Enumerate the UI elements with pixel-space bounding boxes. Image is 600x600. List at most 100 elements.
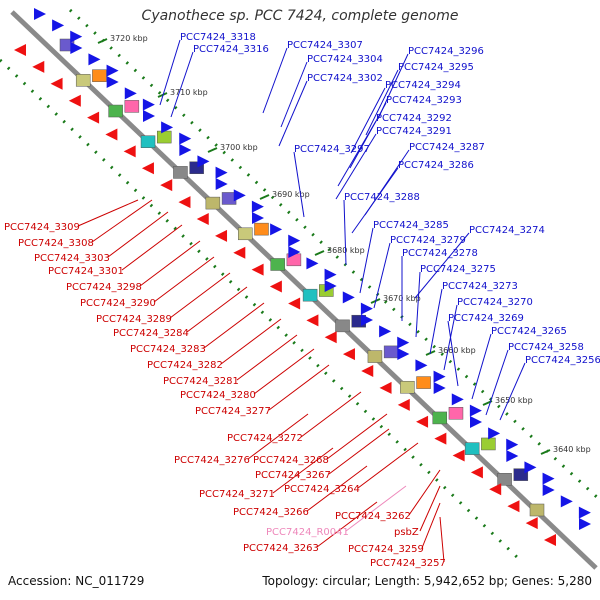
forward-leader-line bbox=[350, 87, 386, 154]
forward-gene-arrow bbox=[143, 110, 155, 122]
cog-block bbox=[140, 135, 156, 148]
forward-gene-arrow bbox=[469, 404, 482, 417]
reverse-gene-arrow bbox=[196, 212, 209, 225]
reverse-gene-arrow bbox=[397, 398, 410, 411]
kbp-tick-mark bbox=[207, 147, 218, 153]
forward-gene-arrow bbox=[106, 64, 119, 77]
forward-gene-label: PCC7424_3279 bbox=[390, 235, 466, 246]
forward-gene-arrow bbox=[451, 393, 464, 406]
forward-leader-line bbox=[337, 120, 377, 187]
forward-gene-arrow bbox=[34, 8, 46, 20]
reverse-gene-label: PCC7424_3272 bbox=[227, 433, 303, 444]
forward-gene-arrow bbox=[360, 302, 373, 315]
forward-leader-line bbox=[351, 167, 399, 234]
reverse-leader-line bbox=[421, 502, 441, 549]
forward-gene-label: PCC7424_3297 bbox=[294, 144, 370, 155]
forward-gene-arrow bbox=[215, 178, 228, 190]
reverse-leader-line bbox=[107, 211, 169, 258]
reverse-gene-label: PCC7424_3298 bbox=[66, 282, 142, 293]
reverse-gene-label: PCC7424_3280 bbox=[180, 390, 256, 401]
forward-leader-line bbox=[471, 333, 492, 400]
forward-gene-label: PCC7424_3291 bbox=[376, 126, 452, 137]
cog-block bbox=[92, 69, 107, 82]
kbp-tick-mark bbox=[157, 92, 168, 98]
forward-gene-arrow bbox=[142, 98, 155, 111]
reverse-gene-label: PCC7424_3268 bbox=[253, 455, 329, 466]
reverse-gene-label: PCC7424_3309 bbox=[4, 222, 80, 233]
kbp-tick-label: 3640 kbp bbox=[553, 445, 591, 454]
forward-gene-arrow bbox=[397, 336, 410, 349]
reverse-leader-line bbox=[357, 442, 419, 489]
reverse-leader-line bbox=[268, 364, 330, 411]
forward-gene-label: PCC7424_3269 bbox=[448, 313, 524, 324]
map-title: Cyanothece sp. PCC 7424, complete genome bbox=[141, 8, 459, 24]
forward-gene-arrow bbox=[179, 144, 192, 156]
forward-gene-arrow bbox=[542, 484, 555, 496]
reverse-gene-arrow bbox=[452, 449, 465, 462]
reverse-leader-line bbox=[408, 469, 441, 516]
reverse-leader-line bbox=[316, 501, 378, 548]
reverse-leader-line bbox=[326, 413, 388, 460]
kbp-tick-label: 3650 kbp bbox=[495, 396, 533, 405]
reverse-leader-line bbox=[236, 334, 298, 381]
reverse-leader-line bbox=[139, 240, 201, 287]
cog-block bbox=[529, 503, 545, 517]
cog-colored-bars bbox=[59, 38, 545, 517]
cog-block bbox=[497, 473, 512, 486]
reverse-leader-line bbox=[328, 428, 390, 475]
reverse-gene-label: PCC7424_3259 bbox=[348, 544, 424, 555]
reverse-gene-arrow bbox=[379, 381, 392, 394]
forward-gene-label: PCC7424_3296 bbox=[408, 46, 484, 57]
reverse-gene-label: PCC7424_3262 bbox=[335, 511, 411, 522]
cog-block bbox=[205, 196, 221, 210]
cog-block bbox=[270, 258, 285, 271]
reverse-leader-line bbox=[253, 348, 315, 395]
forward-leader-line bbox=[343, 199, 347, 266]
reverse-leader-line bbox=[203, 302, 265, 349]
cog-block bbox=[416, 376, 431, 389]
reverse-gene-arrow bbox=[123, 145, 136, 158]
cog-block bbox=[124, 100, 140, 113]
accession-text: Accession: NC_011729 bbox=[8, 574, 145, 588]
forward-gene-label: PCC7424_3258 bbox=[508, 342, 584, 353]
reverse-gene-label: PCC7424_3271 bbox=[199, 489, 275, 500]
cog-block bbox=[432, 411, 448, 425]
forward-leader-line bbox=[170, 51, 194, 118]
reverse-gene-label: PCC7424_3283 bbox=[130, 344, 206, 355]
forward-gene-arrow bbox=[342, 291, 355, 304]
kbp-tick-mark bbox=[97, 38, 108, 44]
reverse-leader-line bbox=[345, 485, 407, 532]
forward-gene-label: PCC7424_3265 bbox=[491, 326, 567, 337]
label-leader-lines bbox=[77, 39, 526, 563]
forward-gene-arrow bbox=[379, 325, 392, 338]
forward-gene-arrow bbox=[251, 200, 264, 213]
forward-leader-line bbox=[447, 320, 459, 387]
forward-gene-arrow bbox=[524, 461, 537, 474]
reverse-leader-line bbox=[220, 318, 282, 365]
reverse-genes bbox=[14, 44, 556, 546]
reverse-leader-line bbox=[91, 199, 153, 243]
kbp-tick-mark bbox=[540, 449, 551, 455]
reverse-leader-line bbox=[439, 516, 445, 563]
cog-block bbox=[513, 468, 529, 481]
forward-gene-label: PCC7424_3270 bbox=[457, 297, 533, 308]
reverse-gene-label: psbZ bbox=[394, 527, 419, 538]
forward-gene-label: PCC7424_3293 bbox=[386, 95, 462, 106]
reverse-leader-line bbox=[186, 286, 248, 333]
forward-gene-label: PCC7424_3294 bbox=[385, 80, 461, 91]
kbp-tick-mark bbox=[314, 250, 325, 256]
reverse-gene-arrow bbox=[87, 111, 100, 124]
forward-gene-label: PCC7424_3307 bbox=[287, 40, 363, 51]
forward-gene-arrow bbox=[470, 416, 482, 428]
kbp-tick-label: 3660 kbp bbox=[438, 346, 476, 355]
forward-leader-line bbox=[365, 69, 399, 136]
forward-gene-arrow bbox=[288, 246, 301, 258]
reverse-gene-label: PCC7424_3308 bbox=[18, 238, 94, 249]
reverse-gene-arrow bbox=[233, 246, 246, 259]
forward-gene-arrow bbox=[197, 155, 210, 168]
reverse-leader-line bbox=[169, 272, 231, 319]
reverse-gene-arrow bbox=[160, 179, 173, 192]
cog-block bbox=[464, 442, 480, 455]
